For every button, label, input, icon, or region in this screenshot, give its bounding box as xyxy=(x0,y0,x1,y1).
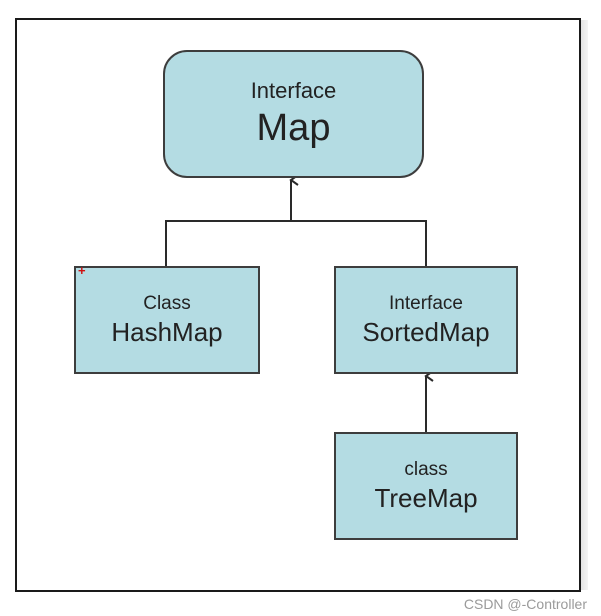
node-kind-label: Interface xyxy=(250,78,337,103)
watermark-text: CSDN @-Controller xyxy=(463,596,587,612)
node-name-label: TreeMap xyxy=(374,483,478,513)
edge-sortedmap-map xyxy=(291,220,427,266)
plus-marker-icon: + xyxy=(78,263,86,278)
edge-hashmap-map xyxy=(165,220,291,266)
node-kind-label: Class xyxy=(143,293,191,314)
node-treemap-class: class TreeMap xyxy=(334,432,518,540)
node-name-label: HashMap xyxy=(111,317,223,347)
node-kind-label: class xyxy=(404,459,448,480)
node-name-label: SortedMap xyxy=(362,317,490,347)
node-hashmap-class: Class HashMap xyxy=(74,266,260,374)
node-name-label: Map xyxy=(256,107,331,149)
frame-shadow xyxy=(578,20,588,590)
node-kind-label: Interface xyxy=(389,293,463,314)
node-map-interface: Interface Map xyxy=(163,50,424,178)
node-sortedmap-interface: Interface SortedMap xyxy=(334,266,518,374)
